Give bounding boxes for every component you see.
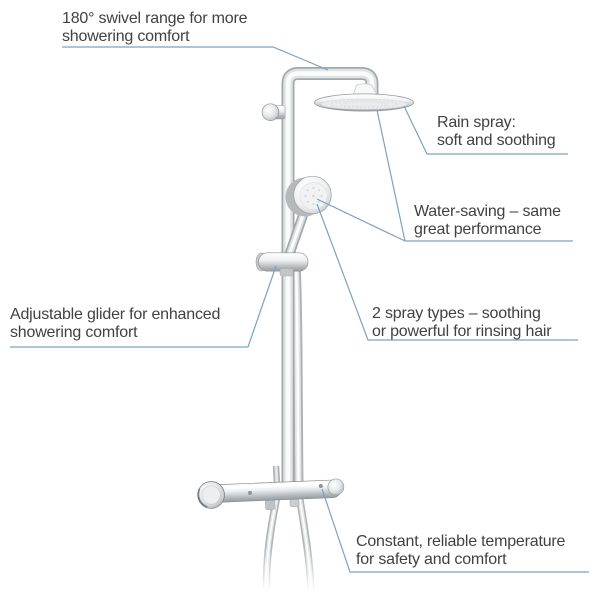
leader-rain-spray-line — [403, 105, 568, 155]
rain-shower-head — [314, 93, 414, 112]
hand-shower-nozzles — [304, 186, 323, 206]
annotation-line: showering comfort — [10, 323, 138, 341]
shower-rail — [281, 67, 379, 492]
annotation-spray-types: 2 spray types – soothing or powerful for… — [372, 305, 552, 340]
glider — [255, 252, 309, 277]
leader-swivel-line — [62, 46, 329, 71]
leader-water-saving-hand-line — [316, 198, 406, 242]
annotation-line: Adjustable glider for enhanced — [10, 306, 221, 323]
hand-shower — [283, 175, 332, 262]
leader-spray-types-line — [316, 203, 578, 341]
annotation-line: Water-saving – same — [414, 203, 561, 220]
annotation-swivel-range: 180° swivel range for more showering com… — [62, 10, 247, 45]
annotation-line: Rain spray: — [437, 114, 516, 131]
annotation-line: for safety and comfort — [356, 550, 507, 568]
annotation-line: or powerful for rinsing hair — [372, 322, 552, 340]
valve-right-knob — [327, 478, 345, 496]
annotation-temperature: Constant, reliable temperature for safet… — [356, 533, 565, 568]
annotation-line: 2 spray types – soothing — [372, 305, 541, 322]
annotation-line: Constant, reliable temperature — [356, 533, 566, 550]
annotation-line: soft and soothing — [437, 131, 556, 149]
wall-mount — [261, 103, 286, 121]
annotation-water-saving: Water-saving – same great performance — [414, 203, 561, 238]
thermostat-valve — [197, 478, 345, 510]
annotation-rain-spray: Rain spray: soft and soothing — [437, 114, 556, 149]
annotation-glider: Adjustable glider for enhanced showering… — [10, 306, 220, 341]
leader-glider-line — [10, 265, 277, 348]
annotation-line: great performance — [414, 220, 542, 238]
callout-lines — [10, 46, 589, 573]
leader-temperature-line — [321, 488, 589, 573]
annotation-line: 180° swivel range for more — [62, 10, 248, 27]
annotation-line: showering comfort — [62, 27, 190, 45]
